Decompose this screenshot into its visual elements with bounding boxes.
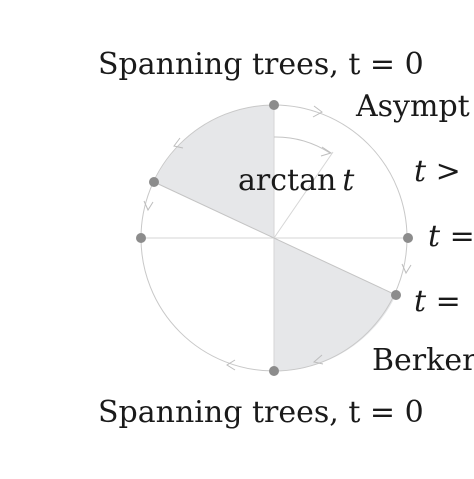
circle-arrow-left <box>143 200 154 212</box>
circle-arrow-upper-left <box>173 137 184 149</box>
angle-ray <box>273 151 334 239</box>
angle-label-var: t <box>342 163 355 198</box>
node-upper-left <box>149 177 159 187</box>
angle-label-fn: arctan <box>238 163 336 198</box>
right-label-t-greater: t > <box>414 154 461 189</box>
circle-arrow-lower-right <box>312 354 324 365</box>
diameter-chord <box>153 181 397 296</box>
angle-arc <box>273 136 331 154</box>
circle-arrow-bottom-left <box>226 359 236 371</box>
top-label: Spanning trees, t = 0 <box>98 47 424 82</box>
circle-arrow-right <box>401 263 412 275</box>
bottom-label: Spanning trees, t = 0 <box>98 395 424 430</box>
angle-arc-arrowhead <box>320 146 333 157</box>
node-top <box>269 100 279 110</box>
right-label-asymptotic: Asympt <box>355 89 470 124</box>
shaded-sector-lower <box>274 238 396 372</box>
node-bottom <box>269 366 279 376</box>
node-lower-right <box>391 290 401 300</box>
right-label-t-equal-1: t = <box>428 219 474 254</box>
node-right <box>403 233 413 243</box>
right-label-berker: Berker <box>372 343 474 378</box>
shaded-sector-upper <box>154 105 274 238</box>
node-left <box>136 233 146 243</box>
circle-arrow-top-right <box>312 105 323 118</box>
right-label-t-equal-2: t = <box>414 284 461 319</box>
